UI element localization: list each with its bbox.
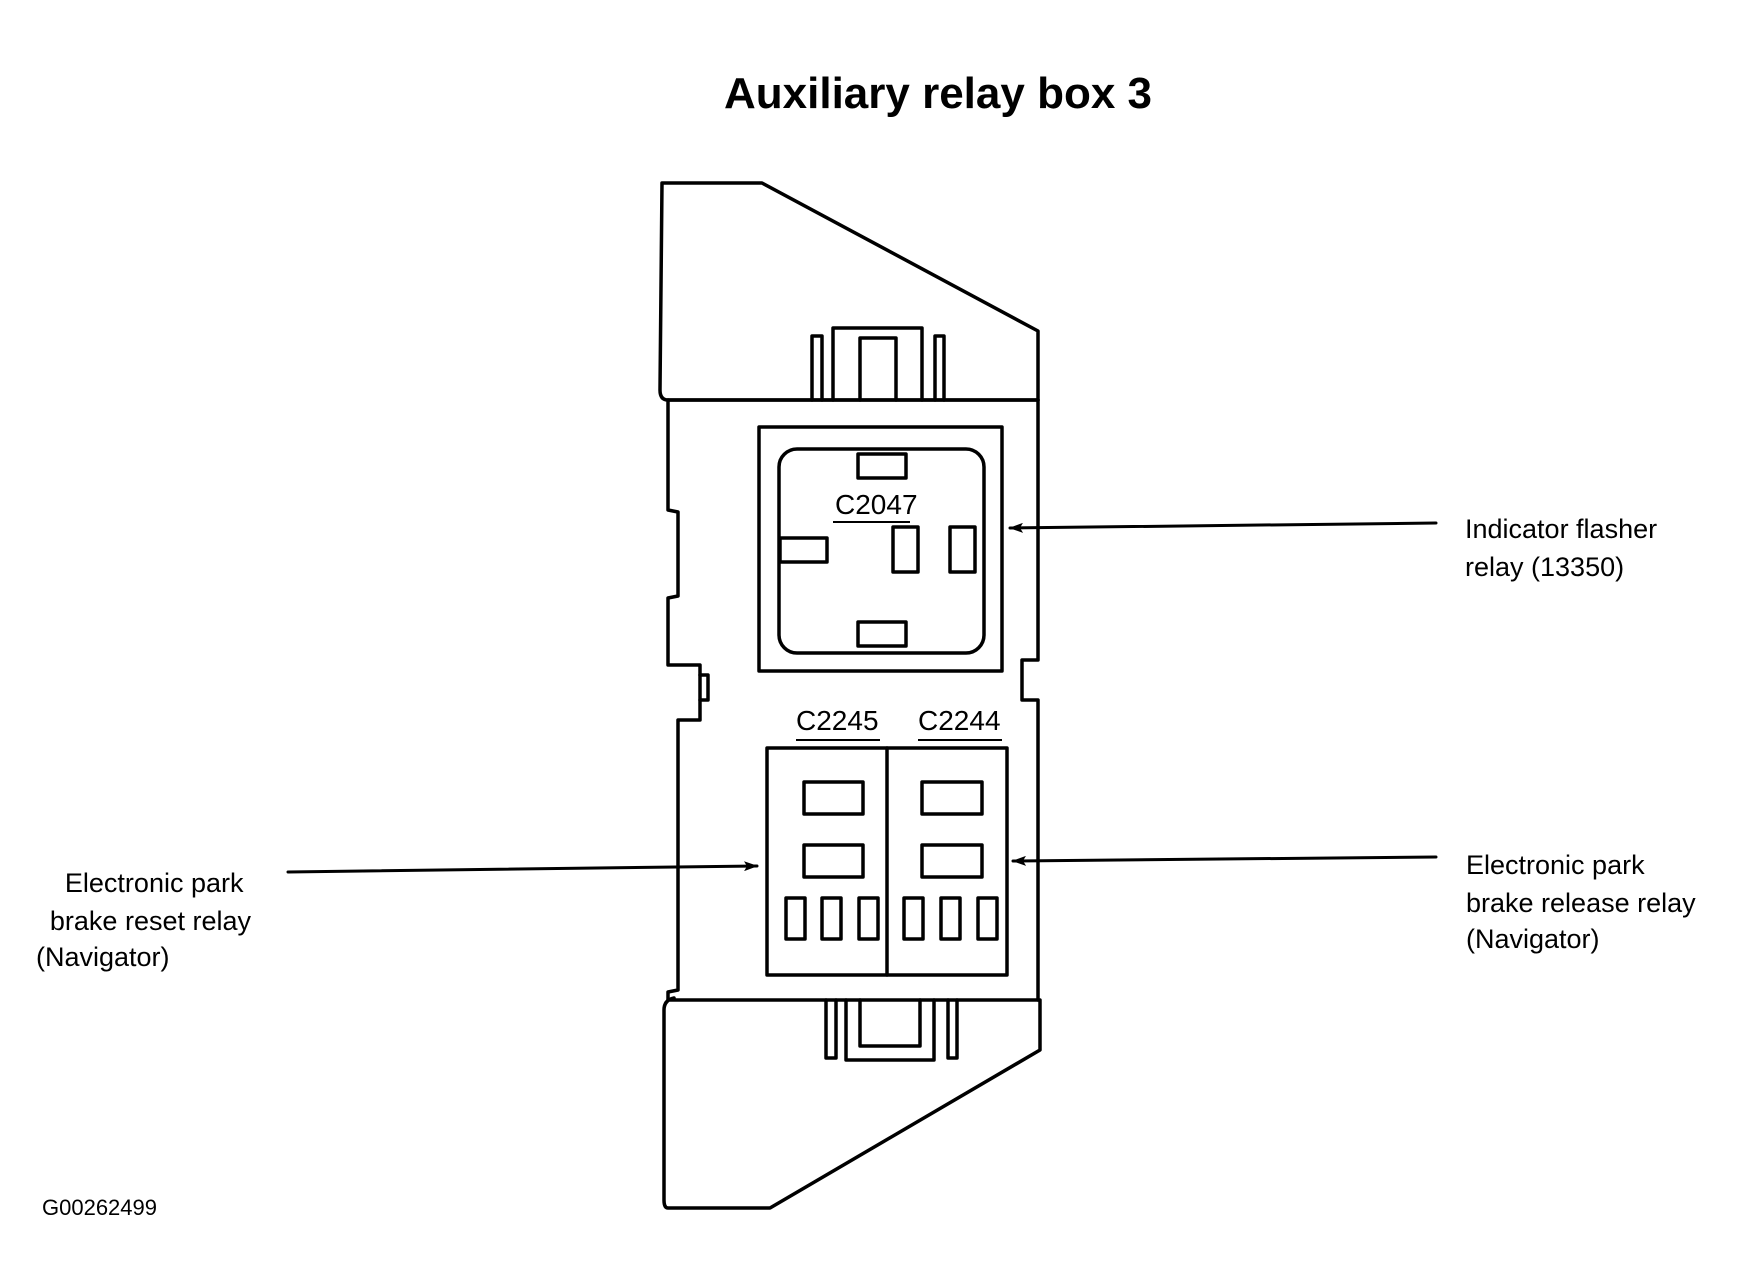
relay-box-housing — [658, 181, 1042, 1210]
c2244-terminal-4 — [939, 896, 962, 941]
connector-label-c2244: C2244 — [918, 705, 1001, 736]
c2245-terminal-3 — [784, 896, 807, 941]
c2245-terminal-1 — [802, 780, 865, 816]
c2245-terminal-4 — [820, 896, 843, 941]
connector-label-c2245: C2245 — [796, 705, 879, 736]
diagram-title: Auxiliary relay box 3 — [724, 69, 1152, 118]
arrow-park-brake-release — [1011, 855, 1438, 866]
bottom-latch — [824, 998, 959, 1062]
c2245-terminal-2 — [802, 843, 865, 879]
callout-park-brake-reset: Electronic park brake reset relay — [50, 868, 252, 936]
figure-code: G00262499 — [42, 1195, 157, 1220]
arrow-park-brake-reset — [286, 861, 759, 874]
indicator-flasher-relay-c2047: C2047 — [757, 425, 1004, 673]
c2244-terminal-1 — [920, 780, 984, 816]
c2245-terminal-5 — [857, 896, 880, 941]
c2244-terminal-2 — [920, 843, 984, 879]
top-latch — [810, 326, 946, 402]
c2244-terminal-3 — [902, 896, 925, 941]
callout-park-brake-reset-note: (Navigator) — [36, 942, 170, 972]
callout-indicator-flasher: Indicator flasher relay (13350) — [1465, 514, 1665, 582]
callout-park-brake-release: Electronic park brake release relay (Nav… — [1466, 850, 1703, 954]
c2047-terminal-center — [891, 525, 920, 574]
park-brake-relays: C2245 C2244 — [765, 705, 1009, 977]
c2047-terminal-top — [856, 452, 908, 480]
arrow-indicator-flasher — [1008, 521, 1438, 533]
c2244-terminal-5 — [976, 896, 999, 941]
connector-label-c2047: C2047 — [835, 489, 918, 520]
c2047-terminal-right — [948, 525, 977, 574]
c2047-terminal-left — [778, 536, 829, 564]
c2047-terminal-bottom — [856, 620, 908, 648]
